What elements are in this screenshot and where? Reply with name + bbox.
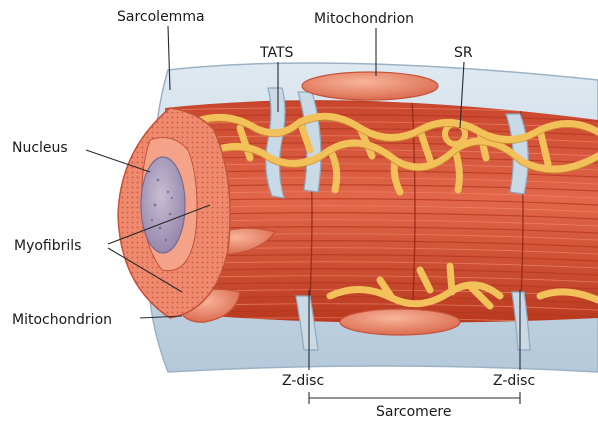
label-sarcolemma: Sarcolemma: [117, 9, 205, 25]
label-sr: SR: [454, 45, 473, 61]
label-nucleus: Nucleus: [12, 140, 68, 156]
fiber-cross-section: [118, 108, 230, 318]
mitochondrion-bottom: [340, 309, 460, 335]
label-z-disc-right: Z-disc: [493, 373, 535, 389]
label-sarcomere: Sarcomere: [376, 404, 452, 420]
label-z-disc-left: Z-disc: [282, 373, 324, 389]
label-tats: TATS: [259, 45, 294, 61]
label-mitochondrion-left: Mitochondrion: [12, 312, 112, 328]
sarcomere-bracket: [309, 392, 520, 404]
label-myofibrils: Myofibrils: [14, 238, 81, 254]
label-mitochondrion-top: Mitochondrion: [314, 11, 414, 27]
mitochondrion-top: [302, 72, 438, 100]
